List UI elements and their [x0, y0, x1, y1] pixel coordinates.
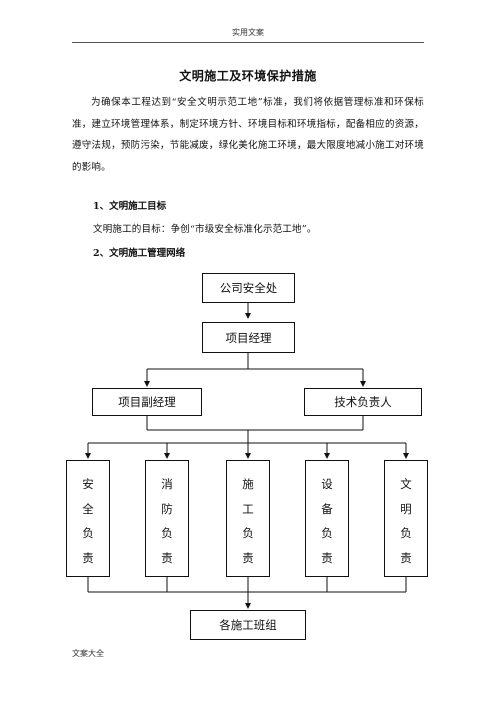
page-footer: 文案大全 [72, 649, 104, 658]
org-box-technical-lead: 技术负责人 [304, 388, 422, 416]
intro-paragraph: 为确保本工程达到“安全文明示范工地”标准，我们将依据管理标准和环保标准，建立环境… [72, 97, 424, 173]
org-box-work-teams: 各施工班组 [190, 610, 306, 640]
org-box-company-safety: 公司安全处 [202, 273, 295, 303]
section1-heading: 1、文明施工目标 [93, 201, 167, 212]
header-rule [72, 42, 424, 43]
section2-heading: 2、文明施工管理网络 [93, 248, 186, 259]
org-box-fire-duty: 消 防 负 责 [145, 460, 189, 577]
org-box-civility-duty: 文 明 负 责 [384, 460, 428, 577]
org-box-project-manager: 项目经理 [202, 322, 295, 353]
org-box-equipment-duty: 设 备 负 责 [305, 460, 349, 577]
org-box-safety-duty: 安 全 负 责 [66, 460, 110, 577]
org-box-construction-duty: 施 工 负 责 [226, 460, 270, 577]
page-header: 实用文案 [232, 28, 264, 37]
document-title: 文明施工及环境保护措施 [179, 69, 317, 83]
section1-text: 文明施工的目标：争创“市级安全标准化示范工地”。 [93, 224, 317, 235]
org-box-deputy-manager: 项目副经理 [92, 388, 202, 416]
